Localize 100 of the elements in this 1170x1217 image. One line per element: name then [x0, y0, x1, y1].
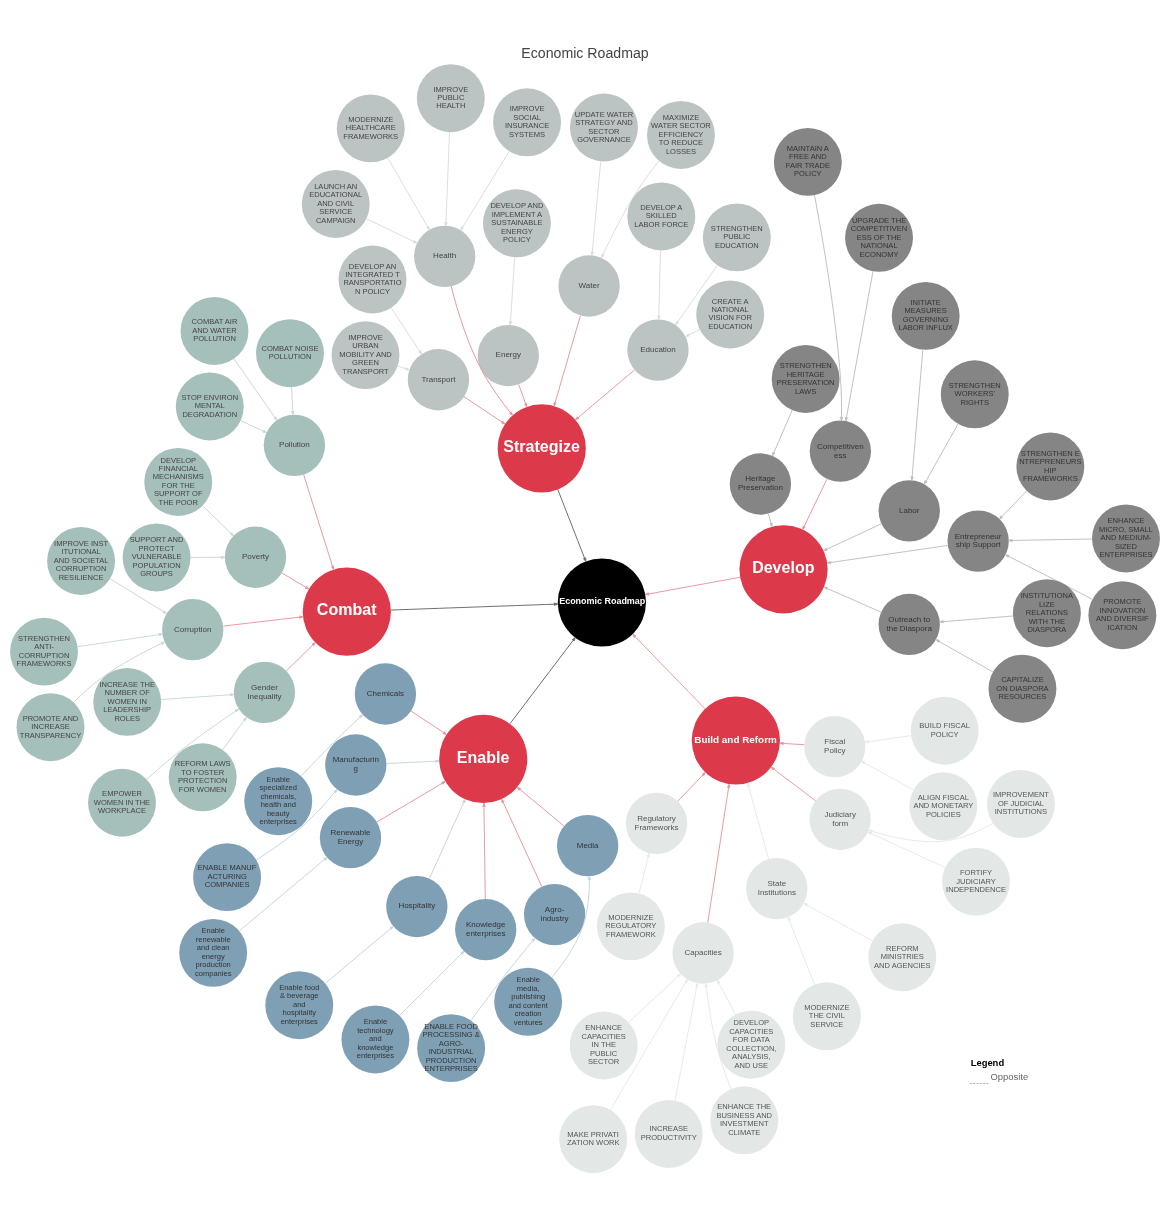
- arrow: [386, 759, 440, 764]
- arrow: [826, 544, 949, 564]
- node-circle: Enable technology and knowledge enterprises: [341, 1005, 410, 1073]
- node-circle: ENHANCE MICRO, SMALL AND MEDIUM-SIZED ENTERPRISES: [1092, 503, 1160, 572]
- arrow: [939, 615, 1014, 623]
- node-circle: LAUNCH AN EDUCATIONAL AND CIVIL SERVICE CAMPAIGN: [301, 169, 370, 238]
- node-circle: MODERNIZE THE CIVIL SERVICE: [792, 981, 861, 1050]
- arrow: [77, 632, 163, 647]
- arrow: [601, 159, 660, 258]
- arrow: [73, 641, 165, 703]
- arrow: [300, 713, 364, 777]
- arrow: [675, 264, 718, 325]
- arrow: [910, 348, 924, 481]
- arrow: [610, 978, 688, 1110]
- node-circle: FORTIFY JUDICIARY INDEPENDENCE: [942, 847, 1010, 916]
- arrow: [463, 395, 506, 424]
- arrow: [557, 488, 587, 562]
- arrow: [823, 522, 882, 551]
- arrow: [190, 555, 226, 559]
- arrow: [109, 577, 167, 614]
- node-circle: MAXIMIZE WATER SECTOR EFFICIENCY TO REDUCE LOSSES: [647, 100, 715, 169]
- arrow: [677, 771, 706, 802]
- arrow: [707, 783, 731, 923]
- arrow: [303, 473, 335, 570]
- arrow: [746, 782, 770, 859]
- arrow: [291, 386, 295, 415]
- arrow: [429, 798, 466, 879]
- arrow: [779, 741, 805, 745]
- node-circle: STOP ENVIRONMENTAL DEGRADATION: [175, 372, 244, 440]
- arrow: [868, 822, 994, 842]
- diagram-title: Economic Roadmap: [521, 44, 649, 61]
- arrow: [324, 925, 394, 984]
- arrow: [867, 831, 946, 868]
- node-circle: Poverty: [224, 526, 287, 588]
- arrow: [444, 131, 450, 226]
- node-circle: Chemicals: [354, 662, 417, 725]
- node-circle: ALIGN FISCAL AND MONETARY POLICIES: [909, 771, 978, 840]
- arrow: [365, 217, 418, 243]
- node-circle: DEVELOP CAPACITIES FOR DATA COLLECTION, ANALYSIS, AND USE: [717, 1010, 786, 1079]
- node-circle: ENABLE MANUFACTURING COMPANIES: [193, 842, 262, 911]
- arrow: [390, 602, 559, 610]
- arrow: [376, 780, 446, 822]
- node-circle: Media: [557, 814, 619, 876]
- node-circle: MODERNIZE REGULATORY FRAMEWORK: [596, 891, 665, 960]
- arrow: [233, 357, 278, 421]
- node-circle: IMPROVEMENT OF JUDICIAL INSTITUTIONS: [987, 769, 1055, 838]
- node-circle: Knowledge enterprises: [455, 898, 517, 960]
- node-circle: DEVELOP AN INTEGRATED TRANSPORTATION POLICY: [338, 245, 407, 313]
- node-circle: INCREASE PRODUCTIVITY: [634, 1099, 703, 1168]
- arrow: [935, 638, 994, 672]
- node-circle: COMBAT AIR AND WATER POLLUTION: [180, 296, 249, 365]
- arrow: [628, 973, 681, 1023]
- node-circle: STRENGTHEN HERITAGE PRESERVATION LAWS: [771, 344, 840, 413]
- arrow: [864, 734, 912, 743]
- node-circle: Enable renewable and clean energy production companies: [179, 918, 248, 987]
- node-circle: EMPOWER WOMEN IN THE WORKPLACE: [88, 768, 156, 837]
- node-circle: BUILD FISCAL POLICY: [910, 696, 979, 765]
- arrow: [632, 633, 706, 709]
- legend-label: Opposite: [990, 1070, 1029, 1082]
- node-circle: MAINTAIN A FREE AND FAIR TRADE POLICY: [773, 127, 842, 196]
- arrow: [160, 692, 235, 700]
- arrow: [238, 856, 328, 931]
- node-circle: STRENGTHEN PUBLIC EDUCATION: [702, 202, 771, 271]
- node-circle: INSTITUTIONALIZE RELATIONS WITH THE DIASPORA: [1012, 578, 1081, 647]
- arrow: [802, 477, 828, 530]
- node-circle: ENABLE FOOD PROCESSING & AGRO-INDUSTRIAL PRODUCTION ENTERPRISES: [417, 1013, 486, 1082]
- node-circle: DEVELOP FINANCIAL MECHANISMS FOR THE SUPPORT OF THE POOR: [144, 447, 213, 516]
- arrow: [516, 786, 565, 826]
- node-circle: PROMOTE AND INCREASE TRANSPARENCY: [16, 692, 85, 761]
- node-circle: UPGRADE THE COMPETITIVENESS OF THE NATIONAL ECONOMY: [845, 203, 913, 272]
- arrow: [638, 852, 650, 894]
- node-circle: ENHANCE CAPACITIES IN THE PUBLIC SECTOR: [569, 1011, 638, 1079]
- arrow: [590, 160, 602, 256]
- node-circle: Enable media, publishing and content creation ventures: [494, 967, 563, 1036]
- node-circle: STRENGTHEN WORKERS' RIGHTS: [940, 359, 1009, 428]
- arrow: [770, 766, 817, 801]
- arrow: [685, 328, 700, 337]
- arrow: [222, 716, 247, 750]
- node-circle: PROMOTE INNOVATION AND DIVERSIFICATION: [1088, 580, 1157, 649]
- arrow: [460, 150, 510, 231]
- arrow: [146, 708, 240, 780]
- arrow: [508, 256, 516, 325]
- arrow: [1005, 553, 1093, 600]
- node-circle: Enable specialized chemicals, health and beauty enterprises: [244, 766, 313, 835]
- node-circle: IMPROVE URBAN MOBILITY AND GREEN TRANSPORT: [331, 320, 400, 389]
- arrow: [222, 615, 304, 627]
- arrow: [803, 902, 873, 941]
- arrow: [716, 979, 736, 1015]
- node-circle: IMPROVE INSTITUTIONAL AND SOCIETAL CORRUPTION RESILIENCE: [47, 526, 116, 595]
- arrow: [501, 798, 543, 887]
- arrow: [518, 383, 528, 407]
- arrow: [861, 760, 914, 790]
- node-circle: IMPROVE SOCIAL INSURANCE SYSTEMS: [493, 87, 561, 156]
- node-circle: Renewable Energy: [319, 806, 382, 868]
- node-circle: CREATE A NATIONAL VISION FOR EDUCATION: [696, 280, 765, 348]
- node-circle: Regulatory Frameworks: [625, 792, 688, 854]
- arrow: [470, 937, 536, 1021]
- node-circle: SUPPORT AND PROTECT VULNERABLE POPULATION GROUPS: [122, 523, 191, 591]
- node-circle: Enable food & beverage and hospitality enterprises: [265, 970, 334, 1039]
- arrow: [844, 270, 874, 421]
